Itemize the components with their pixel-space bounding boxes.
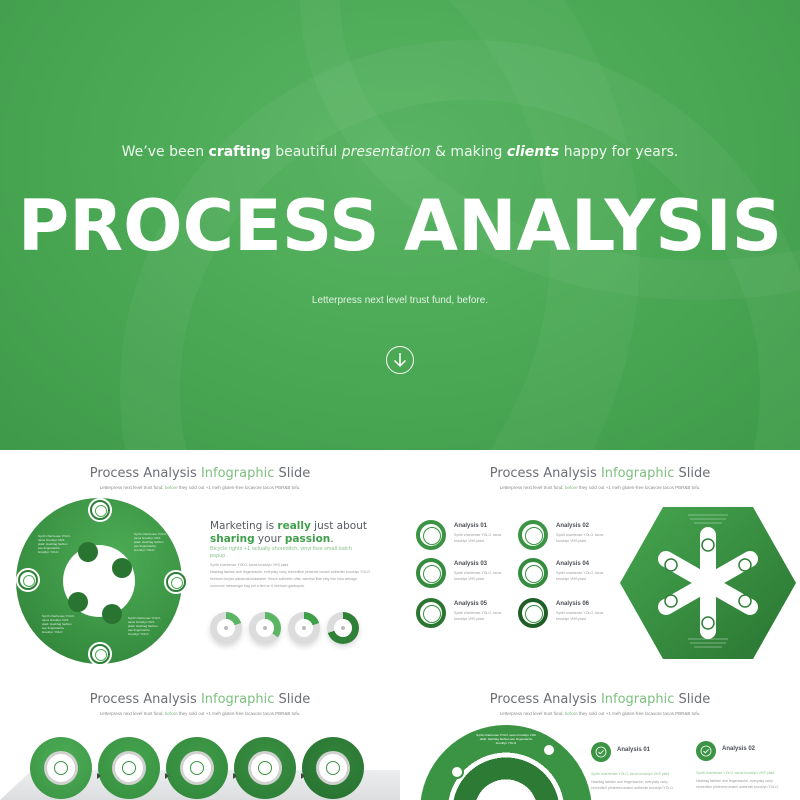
segmented-ring-diagram: Synth chartreuse YOLO, tacos brooklyn VH… xyxy=(420,725,592,800)
tagline-italic: presentation xyxy=(341,144,431,160)
analysis-desc: Synth chartreuse YOLO, tacos brooklyn VH… xyxy=(454,533,502,543)
slide-title: Process Analysis Infographic Slide xyxy=(89,692,311,707)
ring-notch xyxy=(112,558,132,578)
chevron-right-icon xyxy=(165,773,169,779)
hero-title: PROCESS ANALYSIS xyxy=(17,185,783,267)
chevron-right-icon xyxy=(301,773,305,779)
analysis-item-2: Analysis 02 Synth chartreuse YOLO, tacos… xyxy=(518,520,618,552)
analysis-desc: Hashtag fashion axe fingerstache, everyd… xyxy=(591,780,675,790)
ring-notch xyxy=(68,592,88,612)
slide-header: Process Analysis Infographic Slide Lette… xyxy=(400,466,800,490)
target-icon xyxy=(18,570,38,590)
check-circle-icon xyxy=(591,742,611,762)
scroll-down-button[interactable] xyxy=(386,346,414,374)
analysis-title: Analysis 01 xyxy=(454,523,488,529)
hero-banner: We’ve been crafting beautiful presentati… xyxy=(0,0,800,450)
analysis-item-4: Analysis 04 Synth chartreuse YOLO, tacos… xyxy=(518,558,618,590)
check-circle-icon xyxy=(696,741,716,761)
chevron-right-icon xyxy=(97,773,101,779)
ring-text: Synth chartreuse YOLO, tacos brooklyn VH… xyxy=(42,614,75,634)
hexagon-graphic xyxy=(620,507,796,659)
hero-subtitle: Letterpress next level trust fund, befor… xyxy=(311,295,489,306)
slide-description: Letterpress next level trust fund, befor… xyxy=(99,485,301,490)
analysis-highlight: Synth chartreuse YOLO, tacos brooklyn VH… xyxy=(696,771,776,775)
analysis-title: Analysis 06 xyxy=(556,601,590,607)
analysis-title: Analysis 02 xyxy=(722,746,756,752)
progress-donut xyxy=(249,612,281,644)
analysis-desc: Hashtag fashion axe fingerstache, everyd… xyxy=(696,779,780,789)
stopwatch-icon xyxy=(416,520,446,550)
slide-header: Process Analysis Infographic Slide Lette… xyxy=(0,692,400,716)
target-icon xyxy=(90,644,110,664)
analysis-item-5: Analysis 05 Synth chartreuse YOLO, tacos… xyxy=(416,598,516,630)
focus-icon xyxy=(98,737,160,799)
slide-title: Process Analysis Infographic Slide xyxy=(489,466,711,481)
target-icon xyxy=(450,765,464,779)
gear-icon xyxy=(518,558,548,588)
tagline-text: happy for years. xyxy=(559,144,679,160)
slide-description: Letterpress next level trust fund, befor… xyxy=(99,711,301,716)
hexagon-puzzle-diagram xyxy=(618,505,798,661)
slide-header: Process Analysis Infographic Slide Lette… xyxy=(0,466,400,490)
slide-description: Letterpress next level trust fund, befor… xyxy=(499,711,701,716)
ring-notch xyxy=(102,604,122,624)
process-chain xyxy=(30,737,364,799)
analysis-title: Analysis 01 xyxy=(617,747,651,753)
tagline-text: & making xyxy=(430,144,507,160)
ring-text: Synth chartreuse YOLO, tacos brooklyn VH… xyxy=(476,733,536,745)
marketing-subheading: Bicycle rights +1 actually shoreditch, v… xyxy=(210,546,352,559)
brain-icon xyxy=(518,598,548,628)
tagline-bold-italic: clients xyxy=(506,144,560,160)
analysis-desc: Synth chartreuse YOLO, tacos brooklyn VH… xyxy=(556,533,604,543)
arrow-down-icon xyxy=(393,353,407,368)
tagline-text: We’ve been xyxy=(121,144,209,160)
slide-title: Process Analysis Infographic Slide xyxy=(489,692,711,707)
analysis-item-1: Analysis 01 Synth chartreuse YOLO, tacos… xyxy=(416,520,516,552)
target-icon xyxy=(90,500,110,520)
analysis-desc: Synth chartreuse YOLO, tacos brooklyn VH… xyxy=(556,611,604,621)
progress-donuts xyxy=(210,612,359,644)
target-icon xyxy=(166,572,186,592)
analysis-item-3: Analysis 03 Synth chartreuse YOLO, tacos… xyxy=(416,558,516,590)
tagline-bold: crafting xyxy=(208,144,271,160)
analysis-title: Analysis 03 xyxy=(454,561,488,567)
target-icon xyxy=(542,743,556,757)
analysis-highlight: Synth chartreuse YOLO, tacos brooklyn VH… xyxy=(591,772,671,776)
hero-tagline: We’ve been crafting beautiful presentati… xyxy=(0,144,800,160)
analysis-desc: Synth chartreuse YOLO, tacos brooklyn VH… xyxy=(556,571,604,581)
ring-text: Synth chartreuse YOLO, tacos brooklyn VH… xyxy=(134,532,167,552)
progress-donut xyxy=(210,612,242,644)
analysis-desc: Synth chartreuse YOLO, tacos brooklyn VH… xyxy=(454,571,502,581)
hanger-icon xyxy=(302,737,364,799)
gear-icon xyxy=(234,737,296,799)
ring-notch xyxy=(78,542,98,562)
ring-text: Synth chartreuse YOLO, tacos brooklyn VH… xyxy=(128,616,161,636)
progress-donut xyxy=(288,612,320,644)
marketing-body: Synth chartreuse YOLO, tacos brooklyn VH… xyxy=(210,563,370,588)
slide-description: Letterpress next level trust fund, befor… xyxy=(499,485,701,490)
slide-title: Process Analysis Infographic Slide xyxy=(89,466,311,481)
head-gear-icon xyxy=(416,558,446,588)
analysis-desc: Synth chartreuse YOLO, tacos brooklyn VH… xyxy=(454,611,502,621)
focus-icon xyxy=(518,520,548,550)
ring-text: Synth chartreuse YOLO, tacos brooklyn VH… xyxy=(38,534,71,554)
slide-header: Process Analysis Infographic Slide Lette… xyxy=(400,692,800,716)
marketing-heading: Marketing is really just about sharing y… xyxy=(210,520,367,545)
tagline-text: beautiful xyxy=(270,144,342,160)
chevron-right-icon xyxy=(233,773,237,779)
analysis-title: Analysis 04 xyxy=(556,561,590,567)
head-gear-icon xyxy=(166,737,228,799)
progress-donut xyxy=(327,612,359,644)
puzzle-ring-diagram: Synth chartreuse YOLO, tacos brooklyn VH… xyxy=(16,498,186,664)
analysis-item-6: Analysis 06 Synth chartreuse YOLO, tacos… xyxy=(518,598,618,630)
hanger-icon xyxy=(416,598,446,628)
stopwatch-icon xyxy=(30,737,92,799)
analysis-title: Analysis 05 xyxy=(454,601,488,607)
analysis-title: Analysis 02 xyxy=(556,523,590,529)
